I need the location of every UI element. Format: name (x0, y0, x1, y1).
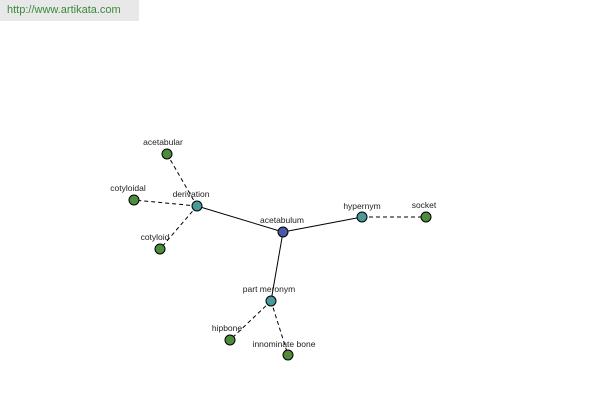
node-acetabulum[interactable] (277, 226, 289, 238)
node-label-derivation: derivation (173, 189, 210, 199)
node-hypernym[interactable] (356, 211, 368, 223)
edge-acetabulum-to-part-meronym (270, 231, 284, 302)
edge-part-meronym-to-innominate-bone (270, 300, 289, 356)
edge-acetabulum-to-hypernym (282, 216, 363, 233)
node-label-hypernym: hypernym (343, 201, 380, 211)
node-acetabular[interactable] (161, 148, 173, 160)
node-hipbone[interactable] (224, 334, 236, 346)
edge-derivation-to-acetabular (166, 153, 198, 207)
node-label-innominate-bone: innominate bone (253, 339, 316, 349)
node-part-meronym[interactable] (265, 295, 277, 307)
edge-part-meronym-to-hipbone (229, 300, 272, 341)
nodes-layer (128, 148, 432, 361)
node-label-cotyloidal: cotyloidal (110, 183, 146, 193)
node-label-hipbone: hipbone (212, 323, 243, 333)
node-cotyloid[interactable] (154, 243, 166, 255)
edges-layer (133, 153, 426, 356)
node-derivation[interactable] (191, 200, 203, 212)
source-url-link[interactable]: http://www.artikata.com (0, 0, 139, 21)
node-label-cotyloid: cotyloid (141, 232, 170, 242)
node-label-acetabular: acetabular (143, 137, 183, 147)
edge-derivation-to-cotyloid (159, 205, 198, 250)
node-socket[interactable] (420, 211, 432, 223)
node-cotyloidal[interactable] (128, 194, 140, 206)
edge-acetabulum-to-derivation (196, 205, 284, 233)
labels-layer: acetabulum derivation hypernym part meronym… (110, 137, 437, 349)
node-label-socket: socket (412, 200, 437, 210)
node-label-part-meronym: part meronym (243, 284, 295, 294)
node-innominate-bone[interactable] (282, 349, 294, 361)
node-label-acetabulum: acetabulum (260, 215, 304, 225)
edge-derivation-to-cotyloidal (133, 199, 198, 207)
